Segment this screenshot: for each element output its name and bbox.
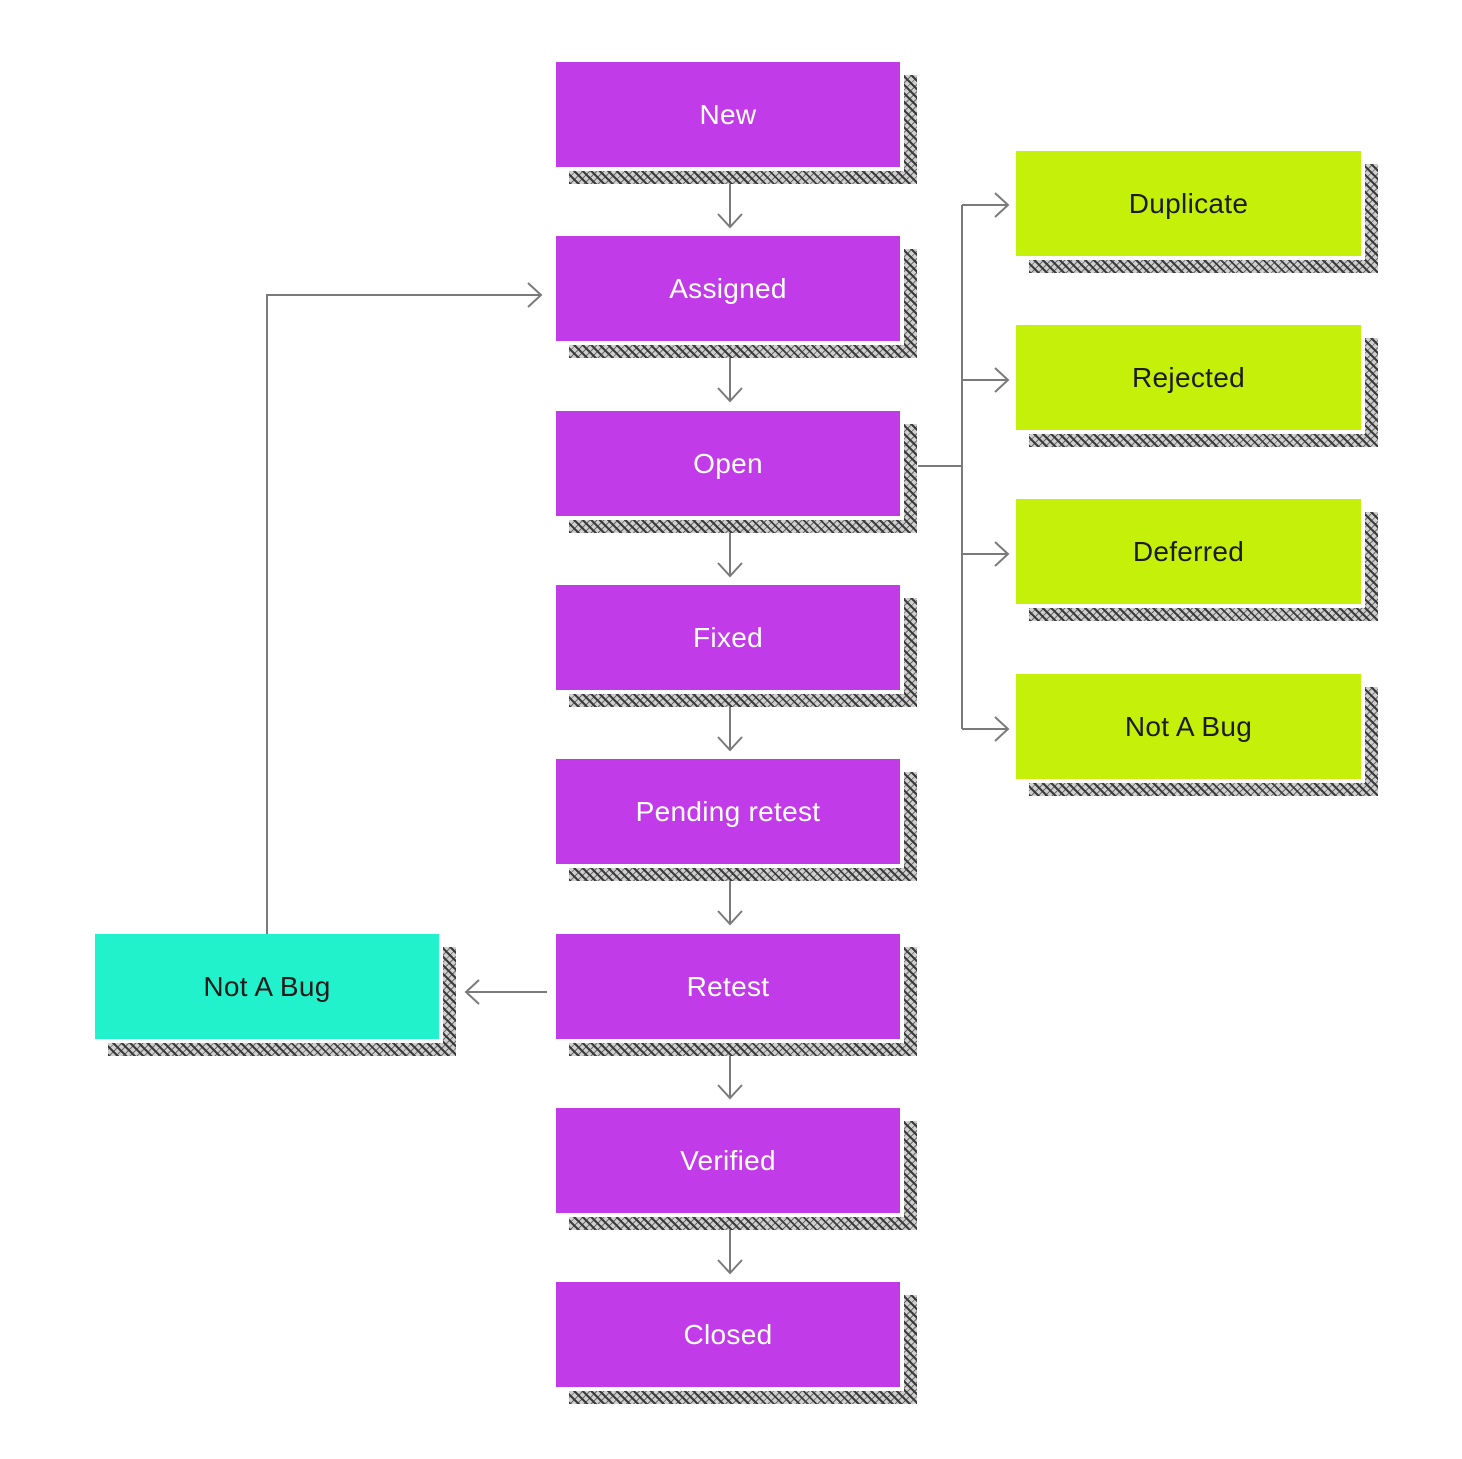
state-rejected-label: Rejected (1016, 325, 1365, 434)
state-new: New (556, 62, 917, 184)
state-open: Open (556, 411, 917, 533)
arrow-new-to-assigned (717, 184, 743, 229)
state-retest-not-a-bug: Not A Bug (95, 934, 456, 1056)
state-not-a-bug-label: Not A Bug (1016, 674, 1365, 783)
arrow-assigned-to-open (717, 358, 743, 403)
state-pending-retest-label: Pending retest (556, 759, 904, 868)
state-retest-not-a-bug-label: Not A Bug (95, 934, 443, 1043)
state-duplicate: Duplicate (1016, 151, 1378, 273)
state-verified: Verified (556, 1108, 917, 1230)
state-not-a-bug: Not A Bug (1016, 674, 1378, 796)
branch-open-to-outcomes (918, 205, 963, 729)
arrow-pending-retest-to-retest (717, 881, 743, 926)
state-verified-label: Verified (556, 1108, 904, 1217)
arrow-open-to-duplicate (962, 192, 1010, 218)
arrow-retest-to-not-a-bug (464, 979, 547, 1005)
state-deferred-label: Deferred (1016, 499, 1365, 608)
state-duplicate-label: Duplicate (1016, 151, 1365, 260)
arrow-open-to-rejected (962, 367, 1010, 393)
state-new-label: New (556, 62, 904, 171)
state-rejected: Rejected (1016, 325, 1378, 447)
state-deferred: Deferred (1016, 499, 1378, 621)
arrow-fixed-to-pending-retest (717, 707, 743, 752)
state-assigned: Assigned (556, 236, 917, 358)
state-retest-label: Retest (556, 934, 904, 1043)
state-fixed-label: Fixed (556, 585, 904, 694)
state-open-label: Open (556, 411, 904, 520)
state-pending-retest: Pending retest (556, 759, 917, 881)
state-closed: Closed (556, 1282, 917, 1404)
state-retest: Retest (556, 934, 917, 1056)
state-closed-label: Closed (556, 1282, 904, 1391)
arrow-open-to-not-a-bug (962, 716, 1010, 742)
arrow-not-a-bug-to-assigned (266, 282, 543, 934)
arrow-verified-to-closed (717, 1229, 743, 1275)
arrow-retest-to-verified (717, 1055, 743, 1100)
arrow-open-to-deferred (962, 541, 1010, 567)
arrow-open-to-fixed (717, 532, 743, 578)
state-fixed: Fixed (556, 585, 917, 707)
state-assigned-label: Assigned (556, 236, 904, 345)
